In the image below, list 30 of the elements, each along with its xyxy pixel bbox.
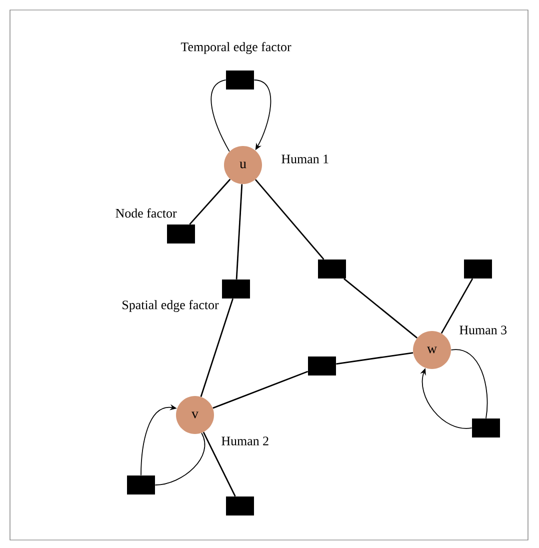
factor-square [318,260,346,278]
human-node: u [224,146,262,184]
factor-label: Spatial edge factor [122,300,219,312]
connector-line [154,432,206,486]
factor-square [308,356,336,376]
factor-label: Node factor [116,208,177,218]
factor-square [226,70,254,90]
human-label: Human 1 [282,154,328,164]
human-label: Human 3 [460,326,507,334]
connector-line [450,349,488,419]
human-label: Human 2 [222,436,268,446]
connector-line [202,432,236,497]
connector-line [200,298,234,397]
factor-square [226,496,254,516]
human-node: w [413,331,451,369]
connector-line [254,179,324,260]
factor-square [127,476,155,494]
connector-line [344,278,418,338]
connector-line [440,278,474,334]
factor-square [167,224,195,244]
connector-line [210,80,230,152]
connector-line [189,178,231,225]
factor-label: Temporal edge factor [180,42,292,54]
connector-line [212,370,308,409]
factor-square [222,280,250,298]
factor-square [472,418,500,438]
factor-square [464,260,492,278]
connector-line [236,184,243,280]
human-node: v [176,396,214,434]
connector-line [336,352,414,365]
